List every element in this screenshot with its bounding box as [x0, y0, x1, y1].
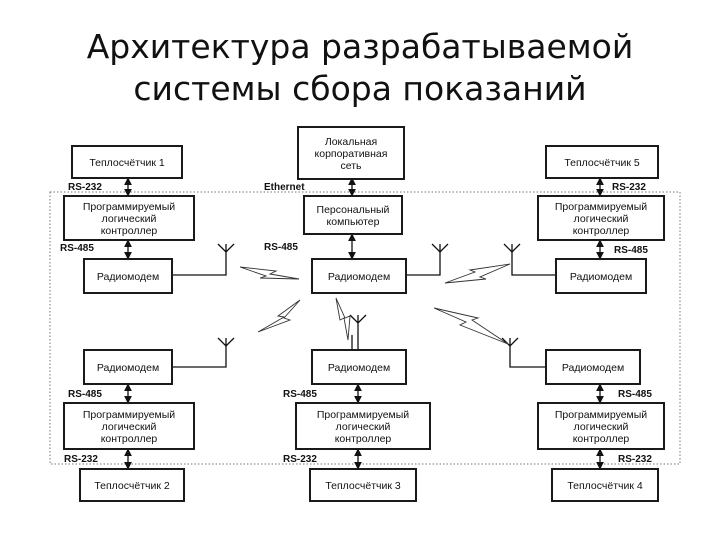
- label-rs485-3: RS-485: [283, 389, 317, 400]
- title-line-2: системы сбора показаний: [133, 69, 587, 108]
- label-rs485-4: RS-485: [618, 389, 652, 400]
- box-modem2: Радиомодем: [83, 349, 173, 385]
- label-rs232-2: RS-232: [64, 454, 98, 465]
- box-central-modem: Радиомодем: [311, 258, 407, 294]
- label-rs485-1: RS-485: [60, 243, 94, 254]
- diagram-boxes: ЛокальнаякорпоративнаясетьПерсональныйко…: [63, 126, 665, 502]
- box-modem4-text: Радиомодем: [562, 362, 624, 374]
- box-plc5-text: Программируемый: [555, 201, 647, 213]
- connections: [124, 177, 604, 470]
- antenna-icon: [217, 243, 235, 253]
- box-heat4-text: Теплосчётчик 4: [567, 480, 643, 492]
- lightning-bolt-icon: [239, 266, 300, 280]
- box-heat3-text: Теплосчётчик 3: [325, 480, 401, 492]
- label-rs232-3: RS-232: [283, 454, 317, 465]
- box-plc3-text: Программируемый: [317, 409, 409, 421]
- box-heat1: Теплосчётчик 1: [71, 145, 183, 179]
- box-heat5-text: Теплосчётчик 5: [564, 157, 640, 169]
- box-plc4-text: логический: [574, 421, 629, 433]
- box-heat4: Теплосчётчик 4: [551, 468, 659, 502]
- box-lan-text: корпоративная: [315, 148, 388, 160]
- box-modem5-text: Радиомодем: [570, 271, 632, 283]
- box-plc1-text: контроллер: [101, 225, 158, 237]
- antenna-icon: [501, 337, 519, 347]
- lightning-bolt-icon: [433, 307, 509, 345]
- lightning-bolt-icon: [335, 297, 351, 341]
- slide-title: Архитектура разрабатываемой системы сбор…: [0, 26, 720, 110]
- label-rs485-5: RS-485: [614, 245, 648, 256]
- antenna-icon: [349, 314, 367, 324]
- box-modem3-text: Радиомодем: [328, 362, 390, 374]
- box-heat5: Теплосчётчик 5: [545, 145, 659, 179]
- box-modem3: Радиомодем: [311, 349, 407, 385]
- box-lan-text: сеть: [340, 160, 362, 172]
- box-plc4-text: Программируемый: [555, 409, 647, 421]
- label-ethernet: Ethernet: [264, 182, 305, 193]
- box-modem5: Радиомодем: [555, 258, 647, 294]
- label-rs232-1: RS-232: [68, 182, 102, 193]
- box-central-modem-text: Радиомодем: [328, 271, 390, 283]
- box-plc5-text: контроллер: [573, 225, 630, 237]
- box-modem4: Радиомодем: [545, 349, 641, 385]
- box-plc1-text: Программируемый: [83, 201, 175, 213]
- box-plc2-text: контроллер: [101, 433, 158, 445]
- label-rs485-pc: RS-485: [264, 242, 298, 253]
- label-rs232-5: RS-232: [612, 182, 646, 193]
- title-line-1: Архитектура разрабатываемой: [86, 27, 634, 66]
- box-plc3-text: контроллер: [335, 433, 392, 445]
- box-lan-text: Локальная: [325, 136, 377, 148]
- box-plc2-text: Программируемый: [83, 409, 175, 421]
- box-plc2-text: логический: [102, 421, 157, 433]
- box-modem1: Радиомодем: [83, 258, 173, 294]
- label-rs485-2: RS-485: [68, 389, 102, 400]
- box-modem2-text: Радиомодем: [97, 362, 159, 374]
- system-boundary: [49, 191, 681, 465]
- antenna-icon: [503, 243, 521, 253]
- lightning-bolt-icon: [257, 299, 301, 333]
- lightning-bolt-icon: [444, 263, 511, 284]
- box-heat2: Теплосчётчик 2: [79, 468, 185, 502]
- box-plc1-text: логический: [102, 213, 157, 225]
- box-plc4-text: контроллер: [573, 433, 630, 445]
- label-rs232-4: RS-232: [618, 454, 652, 465]
- box-pc-text: компьютер: [327, 216, 380, 228]
- box-heat3: Теплосчётчик 3: [309, 468, 417, 502]
- connection-labels: Ethernet RS-485 RS-232 RS-485 RS-232 RS-…: [60, 182, 652, 465]
- box-heat2-text: Теплосчётчик 2: [94, 480, 170, 492]
- box-modem1-text: Радиомодем: [97, 271, 159, 283]
- box-heat1-text: Теплосчётчик 1: [89, 157, 165, 169]
- box-pc-text: Персональный: [317, 204, 390, 216]
- box-plc3-text: логический: [336, 421, 391, 433]
- box-plc5-text: логический: [574, 213, 629, 225]
- antenna-icon: [431, 243, 449, 253]
- antenna-icon: [217, 337, 235, 347]
